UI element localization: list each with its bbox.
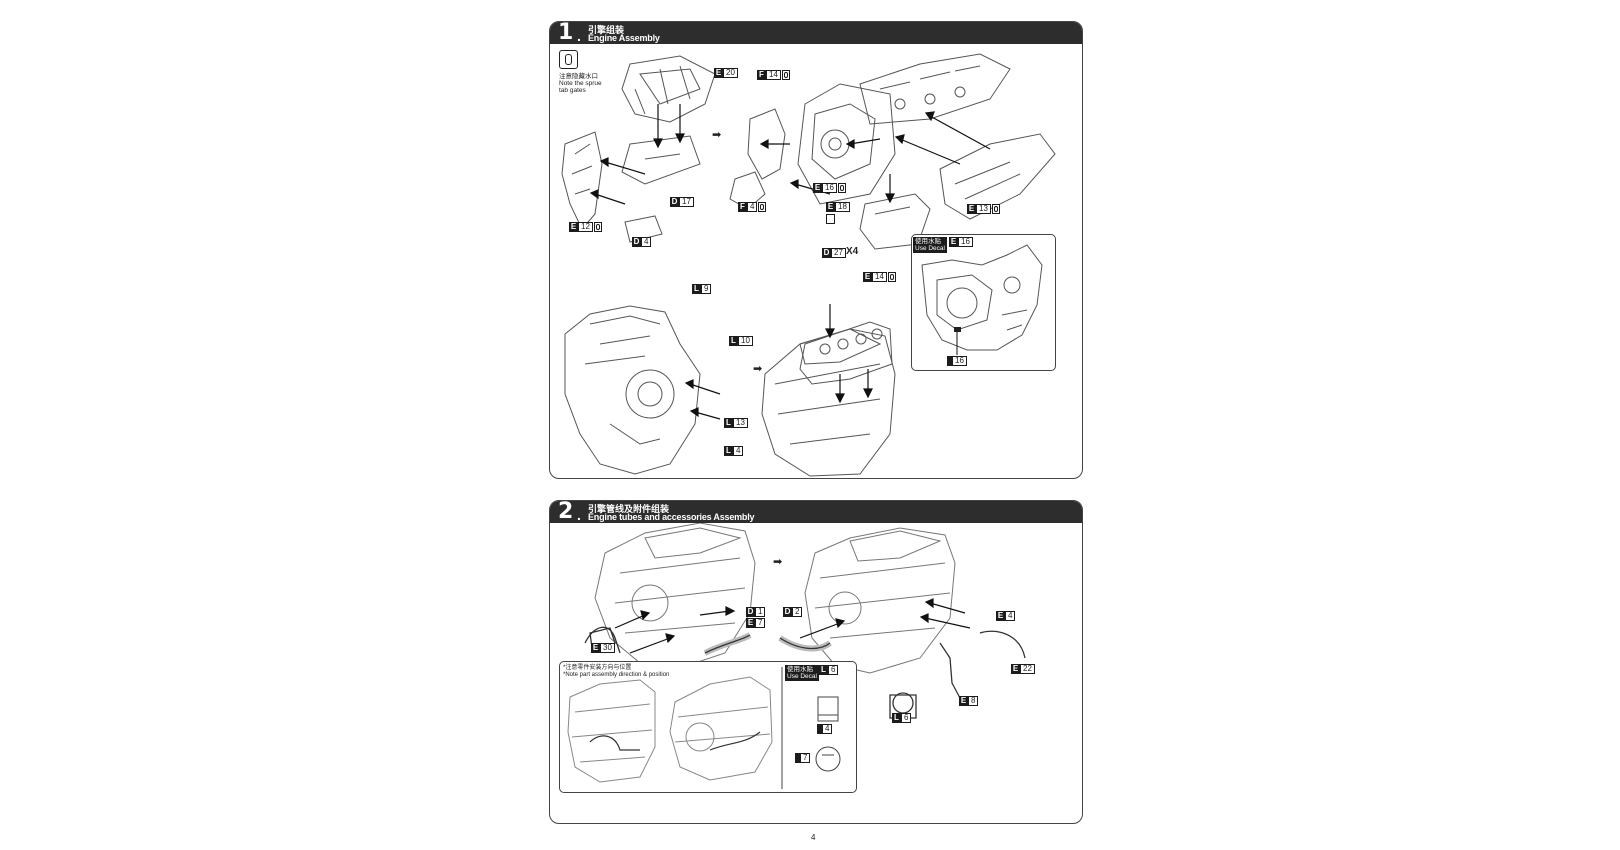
step-number: 1: [558, 21, 574, 45]
step-title-cn: 引擎管线及附件组装: [588, 504, 670, 514]
sprue-gate-icon: [887, 272, 896, 282]
step-title-en: Engine tubes and accessories Assembly: [588, 512, 755, 522]
next-arrow-icon: ➡: [712, 129, 722, 141]
assembly-note-en: *Note part assembly direction & position: [563, 672, 670, 678]
use-decal-badge: 使用水贴 Use Decal: [913, 237, 947, 253]
step-title-cn: 引擎组装: [588, 25, 625, 35]
sprue-gate-icon: [991, 204, 1000, 214]
sprue-gate-icon: [758, 202, 767, 212]
decal-tag: 7: [795, 753, 811, 763]
sprue-gate-icon: [826, 214, 835, 224]
engine-tubes-drawing: [584, 523, 1026, 719]
quantity-multiplier: X4: [846, 246, 859, 257]
page-number: 4: [811, 833, 816, 842]
decal-cover-drawing: [921, 244, 1043, 355]
step-number: 2: [558, 500, 574, 524]
step-dot: .: [577, 507, 581, 523]
next-arrow-icon: ➡: [773, 556, 783, 568]
step-title-en: Engine Assembly: [588, 33, 660, 43]
decal-tag: 4: [817, 724, 833, 734]
sprue-note-cn: 注意隐藏水口: [559, 73, 598, 80]
sprue-gate-icon: [837, 183, 846, 193]
step-2-header: 2 . 引擎管线及附件组装 Engine tubes and accessori…: [550, 500, 1082, 524]
engine-assembly-drawing: [561, 53, 1056, 477]
step-1-header: 1 . 引擎组装 Engine Assembly: [550, 21, 1082, 45]
next-arrow-icon: ➡: [753, 363, 763, 375]
assembly-detail-drawing: [567, 667, 841, 789]
use-decal-badge: 使用水贴 Use Decal: [785, 665, 819, 681]
step-2-panel: 2 . 引擎管线及附件组装 Engine tubes and accessori…: [549, 500, 1083, 824]
sprue-note-en-2: tab gates: [559, 87, 586, 94]
decal-tag: 16: [947, 356, 967, 366]
assembly-note-box: *注意零件安装方向与位置 *Note part assembly directi…: [559, 661, 857, 793]
step-1-panel: 1 . 引擎组装 Engine Assembly 注意隐藏水口 Note the…: [549, 21, 1083, 479]
sprue-note-icon: [559, 50, 578, 69]
sprue-note-en-1: Note the sprue: [559, 80, 602, 87]
sprue-gate-icon: [593, 222, 602, 232]
step-dot: .: [577, 28, 581, 44]
assembly-note-cn: *注意零件安装方向与位置: [563, 665, 632, 671]
sprue-gate-icon: [781, 70, 790, 80]
